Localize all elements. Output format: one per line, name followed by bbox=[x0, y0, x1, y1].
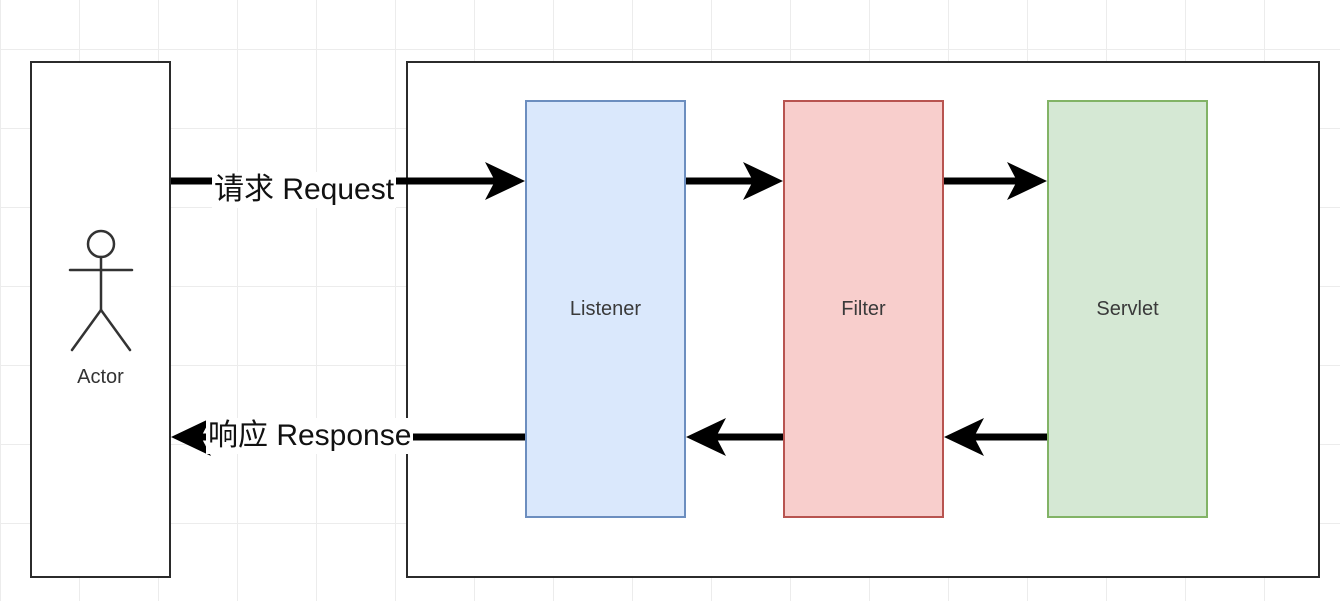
filter-box: Filter bbox=[783, 100, 944, 518]
actor-lane bbox=[30, 61, 171, 578]
actor-stick-figure-icon bbox=[68, 229, 134, 352]
response-arrowhead bbox=[171, 418, 211, 456]
servlet-box: Servlet bbox=[1047, 100, 1208, 518]
response-label: 响应 Response bbox=[206, 418, 414, 454]
actor-label: Actor bbox=[77, 366, 124, 388]
filter-label: Filter bbox=[841, 297, 886, 320]
listener-box: Listener bbox=[525, 100, 686, 518]
request-label: 请求 Request bbox=[212, 172, 397, 208]
listener-label: Listener bbox=[569, 297, 642, 320]
servlet-label: Servlet bbox=[1096, 297, 1159, 320]
